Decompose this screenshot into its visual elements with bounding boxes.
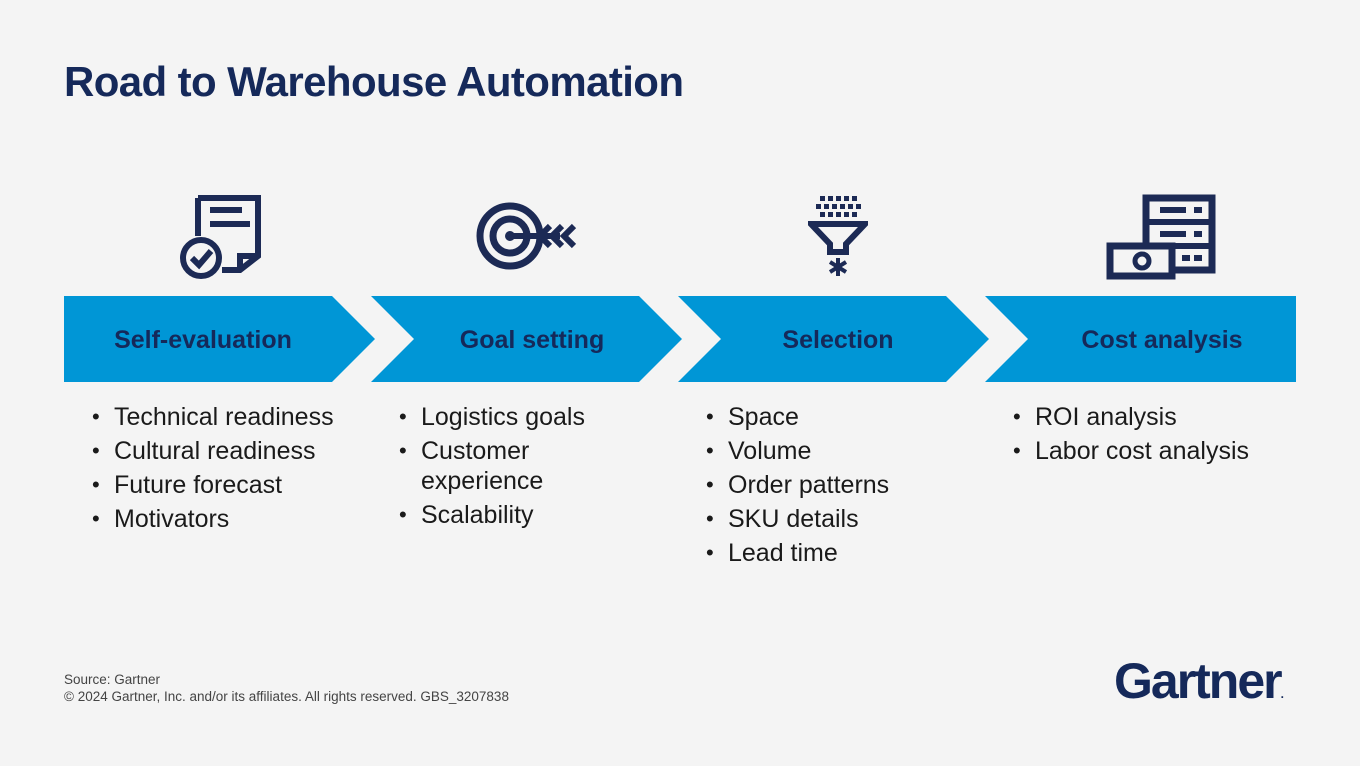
list-item: SKU details [706, 502, 889, 536]
footer: Source: Gartner © 2024 Gartner, Inc. and… [64, 671, 509, 705]
list-item: Technical readiness [92, 400, 334, 434]
checklist-document-icon [178, 194, 262, 280]
bullet-list-selection: Space Volume Order patterns SKU details … [706, 400, 889, 570]
step-label-selection: Selection [782, 326, 894, 354]
page-title: Road to Warehouse Automation [64, 58, 684, 105]
source-note: Source: Gartner [64, 672, 161, 687]
list-item: Customer experience [399, 434, 585, 498]
list-item: Future forecast [92, 468, 334, 502]
list-item: Motivators [92, 502, 334, 536]
list-item: Order patterns [706, 468, 889, 502]
list-item: Volume [706, 434, 889, 468]
list-item: ROI analysis [1013, 400, 1249, 434]
copyright-note: © 2024 Gartner, Inc. and/or its affiliat… [64, 689, 509, 704]
list-item: Space [706, 400, 889, 434]
target-arrow-icon [476, 202, 578, 272]
step-label-cost-analysis: Cost analysis [1081, 326, 1243, 354]
bullet-list-goal-setting: Logistics goals Customer experience Scal… [399, 400, 585, 532]
step-label-goal-setting: Goal setting [459, 326, 605, 354]
list-item: Labor cost analysis [1013, 434, 1249, 468]
list-item: Lead time [706, 536, 889, 570]
bullet-list-cost-analysis: ROI analysis Labor cost analysis [1013, 400, 1249, 468]
gartner-logo: Gartner. [1114, 653, 1284, 709]
bullet-list-self-evaluation: Technical readiness Cultural readiness F… [92, 400, 334, 536]
list-item: Scalability [399, 498, 585, 532]
list-item: Logistics goals [399, 400, 585, 434]
list-item: Cultural readiness [92, 434, 334, 468]
step-label-self-evaluation: Self-evaluation [114, 326, 292, 354]
filter-funnel-icon [808, 194, 868, 280]
server-money-icon [1106, 194, 1218, 280]
